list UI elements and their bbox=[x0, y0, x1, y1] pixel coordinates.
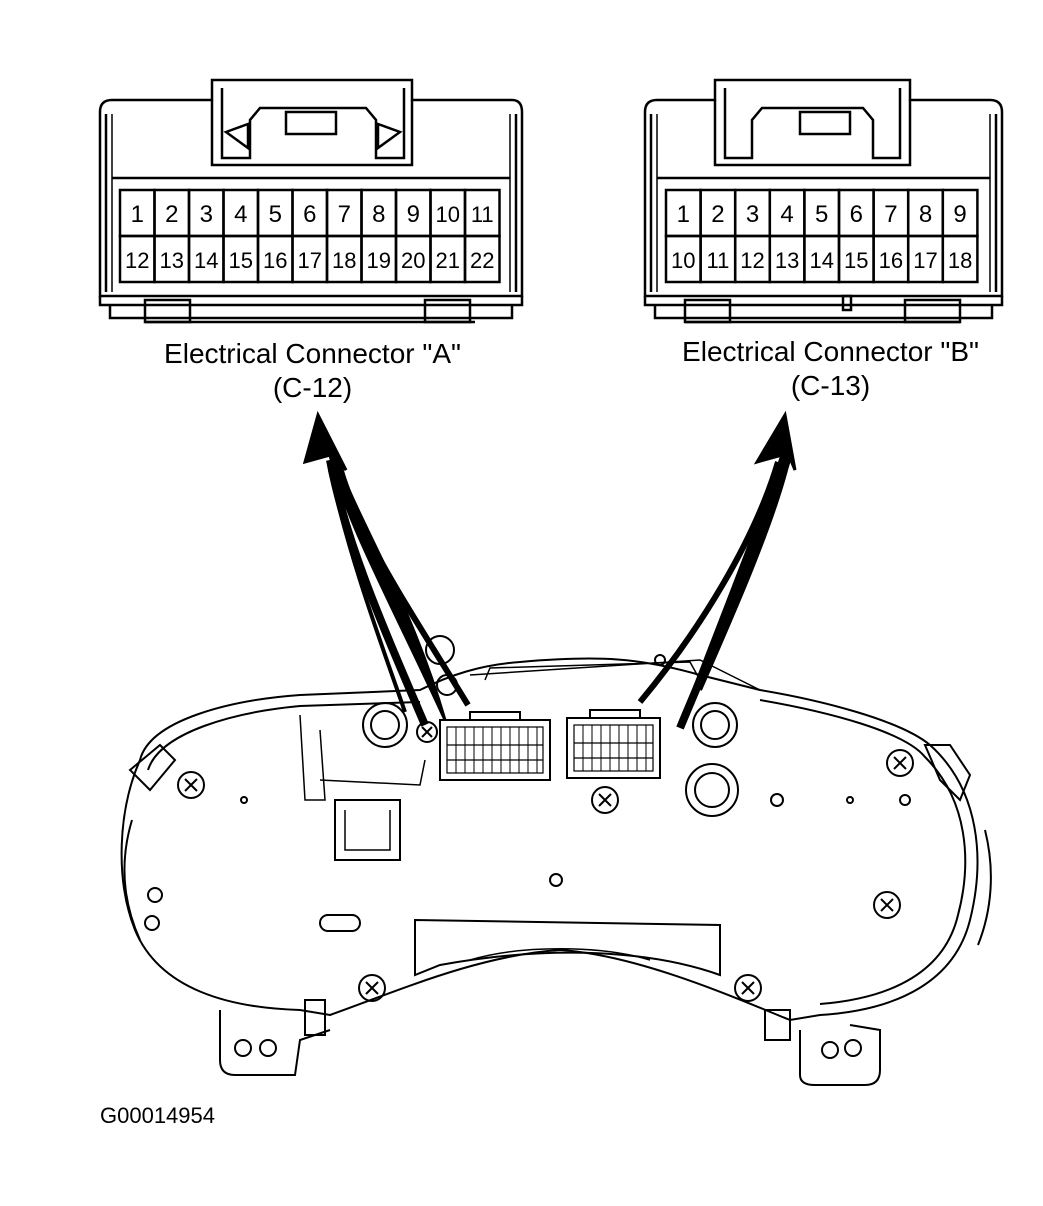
bulb-sockets bbox=[362, 635, 739, 817]
pin-number: 6 bbox=[303, 201, 316, 228]
pin-number: 17 bbox=[913, 248, 937, 273]
pin-number: 8 bbox=[372, 201, 385, 228]
pin-number: 18 bbox=[948, 248, 972, 273]
pin-number: 8 bbox=[919, 201, 932, 228]
pin-number: 14 bbox=[809, 248, 833, 273]
pin-number: 17 bbox=[298, 248, 322, 273]
cluster-connector-b-socket bbox=[566, 709, 661, 779]
pin-number: 22 bbox=[470, 248, 494, 273]
pin-number: 2 bbox=[165, 201, 178, 228]
pin-cell bbox=[941, 234, 979, 284]
pin-number: 19 bbox=[367, 248, 391, 273]
pin-number: 12 bbox=[125, 248, 149, 273]
pin-number: 15 bbox=[229, 248, 253, 273]
pin-number: 15 bbox=[844, 248, 868, 273]
connector-a-code: (C-12) bbox=[272, 372, 353, 403]
pin-number: 13 bbox=[160, 248, 184, 273]
pin-number: 9 bbox=[407, 201, 420, 228]
pin-number: 9 bbox=[953, 201, 966, 228]
pin-cell bbox=[463, 234, 501, 284]
pin-number: 16 bbox=[263, 248, 287, 273]
pin-number: 11 bbox=[706, 248, 729, 273]
pin-number: 3 bbox=[200, 201, 213, 228]
pin-number: 18 bbox=[332, 248, 356, 273]
pin-number: 7 bbox=[338, 201, 351, 228]
connector-b-label: Electrical Connector "B" bbox=[682, 336, 979, 367]
pin-number: 4 bbox=[780, 201, 793, 228]
pin-number: 1 bbox=[677, 201, 690, 228]
pin-number: 2 bbox=[711, 201, 724, 228]
pin-number: 14 bbox=[194, 248, 218, 273]
pin-number: 21 bbox=[436, 248, 460, 273]
pin-number: 10 bbox=[671, 248, 695, 273]
arrow-to-connector-a bbox=[302, 410, 471, 727]
cluster-connector-a-socket bbox=[439, 711, 551, 781]
pin-number: 5 bbox=[269, 201, 282, 228]
pin-number: 20 bbox=[401, 248, 425, 273]
pin-number: 11 bbox=[471, 202, 494, 227]
pin-number: 3 bbox=[746, 201, 759, 228]
pin-number: 4 bbox=[234, 201, 247, 228]
pin-number: 1 bbox=[131, 201, 144, 228]
figure-id: G00014954 bbox=[100, 1103, 215, 1128]
instrument-cluster bbox=[120, 635, 992, 1086]
pin-number: 16 bbox=[879, 248, 903, 273]
pin-number: 5 bbox=[815, 201, 828, 228]
pin-number: 6 bbox=[850, 201, 863, 228]
cluster-screws bbox=[177, 721, 914, 1002]
pin-number: 7 bbox=[884, 201, 897, 228]
connector-a-housing bbox=[98, 78, 524, 324]
pin-number: 10 bbox=[436, 202, 460, 227]
pin-number: 13 bbox=[775, 248, 799, 273]
connector-a-label: Electrical Connector "A" bbox=[164, 338, 461, 369]
connector-b-housing bbox=[643, 78, 1004, 324]
connector-b-code: (C-13) bbox=[790, 370, 871, 401]
arrow-to-connector-b bbox=[637, 410, 797, 730]
pin-number: 12 bbox=[740, 248, 764, 273]
